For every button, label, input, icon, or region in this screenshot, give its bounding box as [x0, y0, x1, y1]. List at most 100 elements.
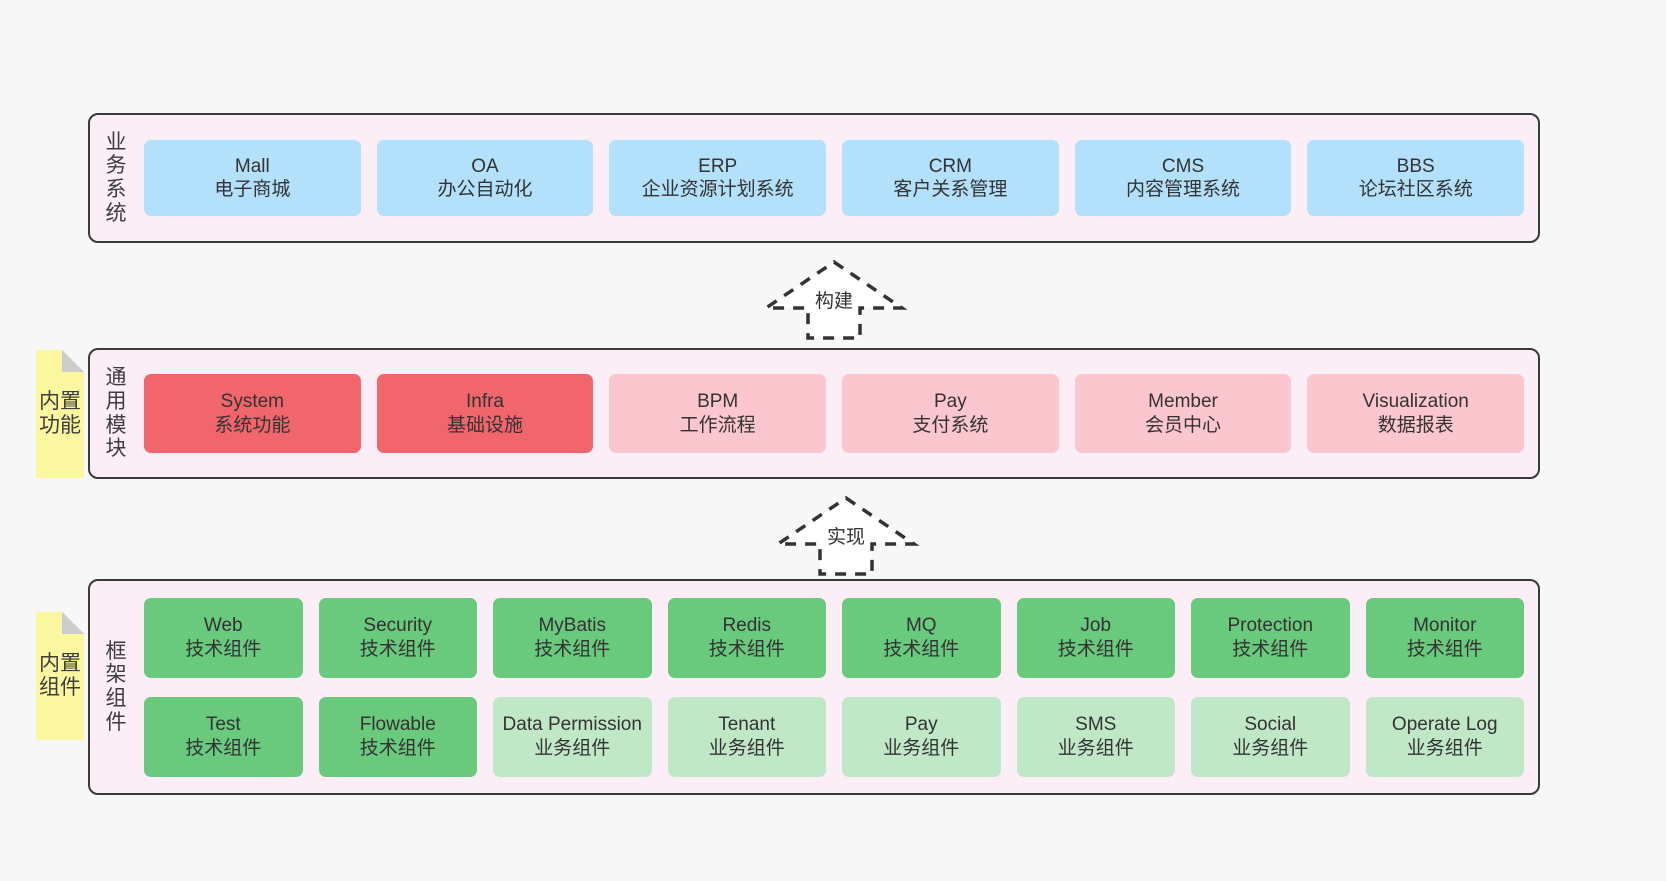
layer-framework-components-label: 框架组件: [105, 639, 127, 734]
card-mall-title: Mall: [234, 155, 270, 177]
card-oa[interactable]: OA 办公自动化: [376, 140, 594, 216]
card-redis[interactable]: Redis 技术组件: [667, 597, 826, 678]
card-web-title: Web: [203, 615, 243, 637]
card-security-title: Security: [363, 615, 433, 637]
card-cms[interactable]: CMS 内容管理系统: [1074, 140, 1292, 216]
card-test[interactable]: Test 技术组件: [144, 696, 303, 777]
card-mybatis[interactable]: MyBatis 技术组件: [493, 597, 652, 678]
arrow-implement: 实现: [772, 494, 920, 578]
card-security-subtitle: 技术组件: [359, 638, 436, 660]
card-social-subtitle: 业务组件: [1232, 737, 1309, 759]
card-member[interactable]: Member 会员中心: [1074, 374, 1292, 453]
card-sms[interactable]: SMS 业务组件: [1016, 696, 1175, 777]
card-tenant-title: Tenant: [718, 714, 776, 736]
arrow-build: 构建: [760, 258, 908, 342]
card-flowable[interactable]: Flowable 技术组件: [318, 696, 477, 777]
card-pay-module-title: Pay: [933, 391, 967, 413]
card-pay-component[interactable]: Pay 业务组件: [842, 696, 1001, 777]
note-fold-icon: [62, 612, 84, 634]
card-crm-title: CRM: [928, 155, 972, 177]
card-pay-module[interactable]: Pay 支付系统: [842, 374, 1059, 453]
card-bpm[interactable]: BPM 工作流程: [609, 374, 827, 453]
card-oa-title: OA: [471, 155, 499, 177]
card-erp-subtitle: 企业资源计划系统: [641, 179, 794, 200]
card-operate-log[interactable]: Operate Log 业务组件: [1365, 696, 1524, 777]
card-bbs-subtitle: 论坛社区系统: [1358, 179, 1473, 200]
card-protection-subtitle: 技术组件: [1232, 638, 1309, 660]
layer-business-systems-body: Mall 电子商城 OA 办公自动化 ERP 企业资源计划系统 CRM 客户关系…: [136, 115, 1538, 241]
card-pay-component-subtitle: 业务组件: [883, 737, 960, 759]
card-visualization-subtitle: 数据报表: [1377, 414, 1454, 436]
card-operate-log-title: Operate Log: [1391, 714, 1498, 736]
arrow-build-shape: [760, 259, 908, 340]
card-bpm-subtitle: 工作流程: [679, 414, 756, 436]
card-data-permission-subtitle: 业务组件: [534, 737, 611, 759]
card-test-subtitle: 技术组件: [185, 737, 262, 759]
card-test-title: Test: [205, 714, 241, 736]
note-builtin-components-label: 内置组件: [39, 652, 81, 699]
card-crm-subtitle: 客户关系管理: [893, 179, 1008, 200]
card-web-subtitle: 技术组件: [185, 638, 262, 660]
card-sms-subtitle: 业务组件: [1057, 737, 1134, 759]
layer-business-systems: 业务系统 Mall 电子商城 OA 办公自动化 ERP 企业资源计划系统 CRM…: [88, 113, 1540, 243]
card-web[interactable]: Web 技术组件: [144, 597, 303, 678]
card-cms-subtitle: 内容管理系统: [1126, 179, 1241, 200]
card-protection[interactable]: Protection 技术组件: [1191, 597, 1350, 678]
card-sms-title: SMS: [1075, 714, 1117, 736]
card-tenant-subtitle: 业务组件: [708, 737, 785, 759]
card-system[interactable]: System 系统功能: [144, 374, 361, 453]
card-social[interactable]: Social 业务组件: [1191, 696, 1350, 777]
card-mq-title: MQ: [905, 615, 937, 637]
card-oa-subtitle: 办公自动化: [437, 179, 533, 200]
note-builtin-functions-label: 内置功能: [39, 390, 81, 437]
card-monitor-subtitle: 技术组件: [1406, 638, 1483, 660]
layer-framework-components-body: Web 技术组件 Security 技术组件 MyBatis 技术组件 Redi…: [136, 581, 1538, 793]
framework-components-stack: Web 技术组件 Security 技术组件 MyBatis 技术组件 Redi…: [136, 581, 1538, 793]
card-mall-subtitle: 电子商城: [214, 179, 291, 200]
arrow-implement-label: 实现: [826, 527, 866, 548]
card-pay-module-subtitle: 支付系统: [912, 414, 989, 436]
card-flowable-title: Flowable: [359, 714, 436, 736]
card-erp[interactable]: ERP 企业资源计划系统: [609, 140, 827, 216]
card-visualization[interactable]: Visualization 数据报表: [1307, 374, 1525, 453]
card-flowable-subtitle: 技术组件: [359, 737, 436, 759]
card-operate-log-subtitle: 业务组件: [1406, 737, 1483, 759]
card-monitor[interactable]: Monitor 技术组件: [1365, 597, 1524, 678]
card-member-title: Member: [1148, 391, 1218, 413]
card-protection-title: Protection: [1227, 615, 1314, 637]
card-pay-component-title: Pay: [904, 714, 938, 736]
common-modules-card-row: System 系统功能 Infra 基础设施 BPM 工作流程 Pay 支付系统…: [136, 350, 1538, 477]
card-tenant[interactable]: Tenant 业务组件: [667, 696, 826, 777]
card-data-permission[interactable]: Data Permission 业务组件: [493, 696, 652, 777]
card-infra-title: Infra: [465, 391, 505, 413]
card-mq[interactable]: MQ 技术组件: [842, 597, 1001, 678]
layer-common-modules-label: 通用模块: [105, 366, 127, 461]
card-job[interactable]: Job 技术组件: [1016, 597, 1175, 678]
card-crm[interactable]: CRM 客户关系管理: [842, 140, 1059, 216]
card-mybatis-subtitle: 技术组件: [534, 638, 611, 660]
note-builtin-components: 内置组件: [36, 612, 84, 740]
card-bbs-title: BBS: [1396, 155, 1435, 177]
card-erp-title: ERP: [698, 155, 738, 177]
card-visualization-title: Visualization: [1362, 391, 1469, 413]
card-system-subtitle: 系统功能: [214, 414, 291, 436]
card-job-title: Job: [1080, 615, 1112, 637]
note-fold-icon: [62, 350, 84, 372]
note-builtin-functions: 内置功能: [36, 350, 84, 478]
card-system-title: System: [220, 391, 285, 413]
card-bbs[interactable]: BBS 论坛社区系统: [1307, 140, 1525, 216]
card-security[interactable]: Security 技术组件: [318, 597, 477, 678]
card-cms-title: CMS: [1161, 155, 1205, 177]
card-data-permission-title: Data Permission: [502, 714, 642, 736]
card-mall[interactable]: Mall 电子商城: [144, 140, 361, 216]
card-infra[interactable]: Infra 基础设施: [376, 374, 594, 453]
card-mq-subtitle: 技术组件: [883, 638, 960, 660]
layer-framework-components: 框架组件 Web 技术组件 Security 技术组件 MyBatis 技术组件…: [88, 579, 1540, 795]
card-member-subtitle: 会员中心: [1145, 414, 1222, 436]
card-job-subtitle: 技术组件: [1057, 638, 1134, 660]
framework-tech-row: Web 技术组件 Security 技术组件 MyBatis 技术组件 Redi…: [144, 595, 1524, 680]
arrow-implement-shape: [772, 495, 920, 576]
card-social-title: Social: [1244, 714, 1297, 736]
business-systems-card-row: Mall 电子商城 OA 办公自动化 ERP 企业资源计划系统 CRM 客户关系…: [136, 115, 1538, 241]
card-bpm-title: BPM: [697, 391, 739, 413]
